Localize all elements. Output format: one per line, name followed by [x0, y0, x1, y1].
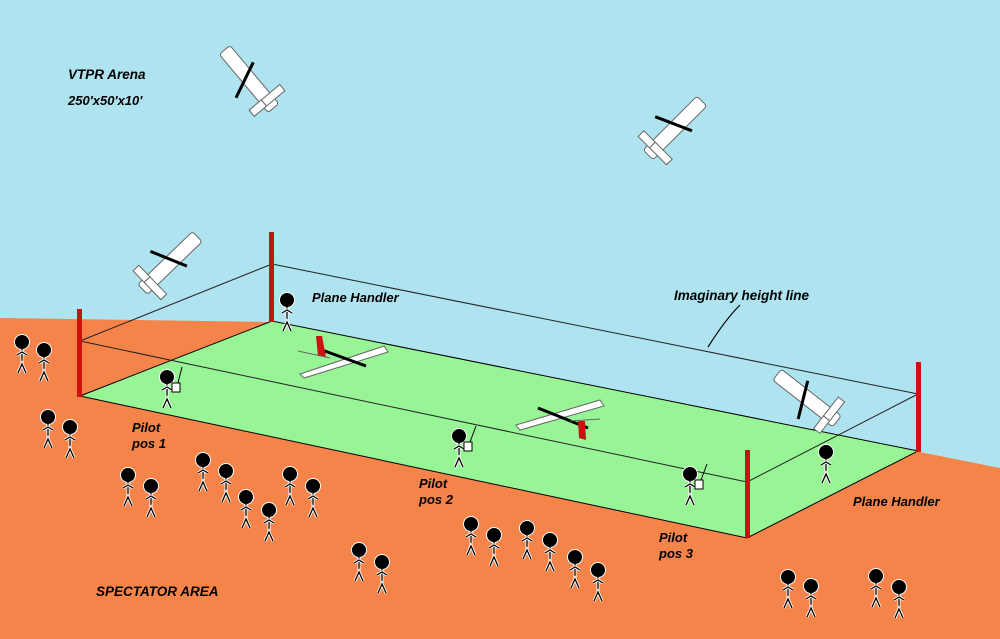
- pole-front-left: [77, 309, 82, 397]
- height-lines: [79, 263, 919, 483]
- height-line-pointer: [707, 304, 741, 348]
- pilot-figure: [681, 463, 708, 507]
- pilot-figure: [450, 425, 477, 469]
- pilot-1-label: Pilot: [132, 420, 161, 435]
- pilot-3-label: Pilot: [659, 530, 688, 545]
- pole-back-left: [269, 232, 274, 322]
- plane-handler-label-right: Plane Handler: [853, 494, 941, 509]
- pilot-1-pos: pos 1: [131, 436, 166, 451]
- plane-icon: [297, 336, 389, 379]
- plane-icon: [515, 399, 605, 440]
- pole-back-right: [916, 362, 921, 452]
- pilot-figure: [158, 366, 183, 410]
- pilot-2-pos: pos 2: [418, 492, 454, 507]
- arena-title: VTPR Arena: [68, 67, 146, 82]
- height-line-label: Imaginary height line: [674, 288, 810, 303]
- pilot-3-pos: pos 3: [658, 546, 694, 561]
- plane-icon: [631, 84, 718, 171]
- spectator-area-label: SPECTATOR AREA: [96, 584, 219, 599]
- pilot-2-label: Pilot: [419, 476, 448, 491]
- plane-icon: [125, 219, 213, 306]
- poles: [77, 232, 921, 538]
- pole-front-right: [745, 450, 750, 538]
- plane-icon: [206, 35, 291, 124]
- arena-dimensions: 250'x50'x10': [67, 93, 143, 108]
- plane-handler-label-left: Plane Handler: [312, 290, 400, 305]
